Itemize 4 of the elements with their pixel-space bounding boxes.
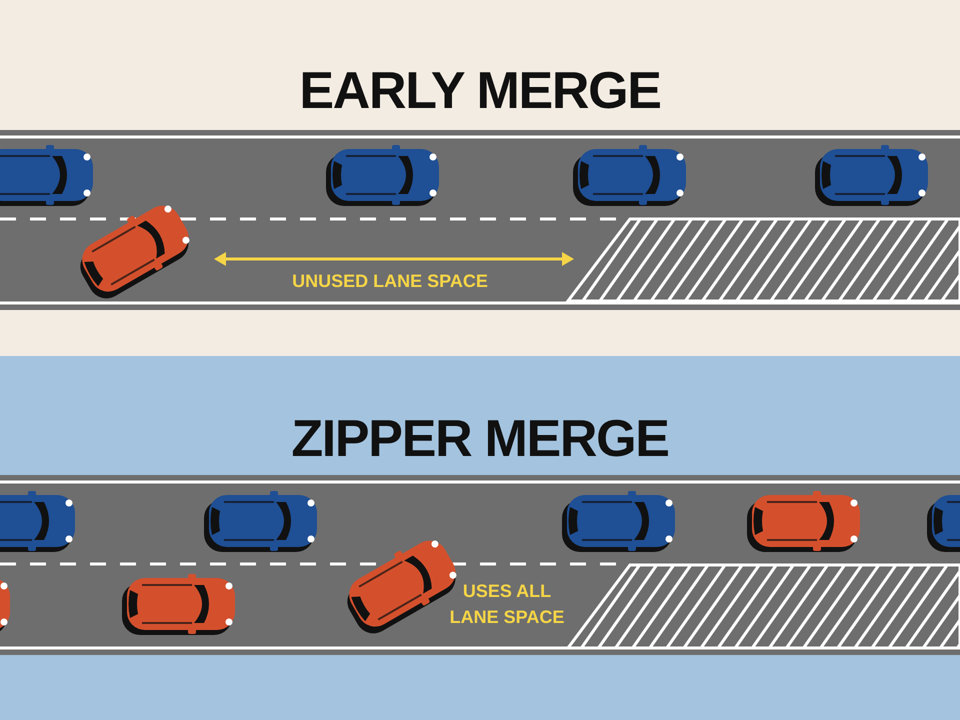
panel-heading: EARLY MERGE [298,61,662,122]
road-label: USES ALL LANE SPACE [448,580,566,629]
road-label: UNUSED LANE SPACE [291,270,489,293]
panel-heading: ZIPPER MERGE [290,409,670,470]
